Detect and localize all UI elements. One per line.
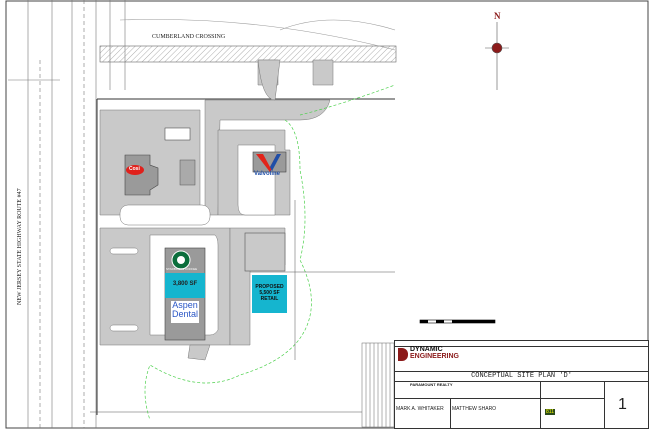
proposed-retail-block [252,275,287,313]
engineer-1: MARK A. WHITAKER [396,406,444,412]
street-label: CUMBERLAND CROSSING [152,34,226,40]
proposed-retail-label: PROPOSED 5,500 SF RETAIL [252,284,287,302]
restaurant-logo-label: Cosi [129,166,140,172]
north-label: N [494,11,501,21]
proposed-line3: RETAIL [260,296,279,302]
sheet-title: CONCEPTUAL SITE PLAN 'D' [471,372,572,380]
pad-area-label: 3,800 SF [172,281,198,287]
project-name: PARAMOUNT REALTY [410,382,453,387]
aspen-dental-logo: Aspen Dental [171,301,199,319]
graphic-scale [419,319,496,324]
aspen-line1: Aspen [172,300,198,310]
restaurant-building [124,154,159,196]
firm-name-line2: ENGINEERING [410,353,460,360]
highway-lines [8,0,126,428]
highway-label: NEW JERSEY STATE HIGHWAY ROUTE #47 [17,188,23,305]
call-811-badge: 811 [545,409,555,415]
engineer-2: MATTHEW SHARO [452,406,497,412]
wetland-line [144,84,396,421]
road-hatch [99,45,397,63]
title-block: DYNAMIC ENGINEERING CONCEPTUAL SITE PLAN… [394,340,649,429]
north-arrow-icon [485,22,509,90]
aspen-line2: Dental [171,309,198,319]
revision-grid [361,342,395,428]
sheet-number: 1 [618,396,627,413]
restaurant-logo [126,165,144,175]
firm-logo-icon [398,348,408,361]
proposed-line2: 5,500 SF [259,290,280,296]
valvoline-label: Valvoline [254,171,281,177]
starbucks-label: STARBUCKS COFFEE [166,267,198,271]
proposed-line1: PROPOSED [255,284,284,290]
firm-name-line1: DYNAMIC [410,346,443,353]
